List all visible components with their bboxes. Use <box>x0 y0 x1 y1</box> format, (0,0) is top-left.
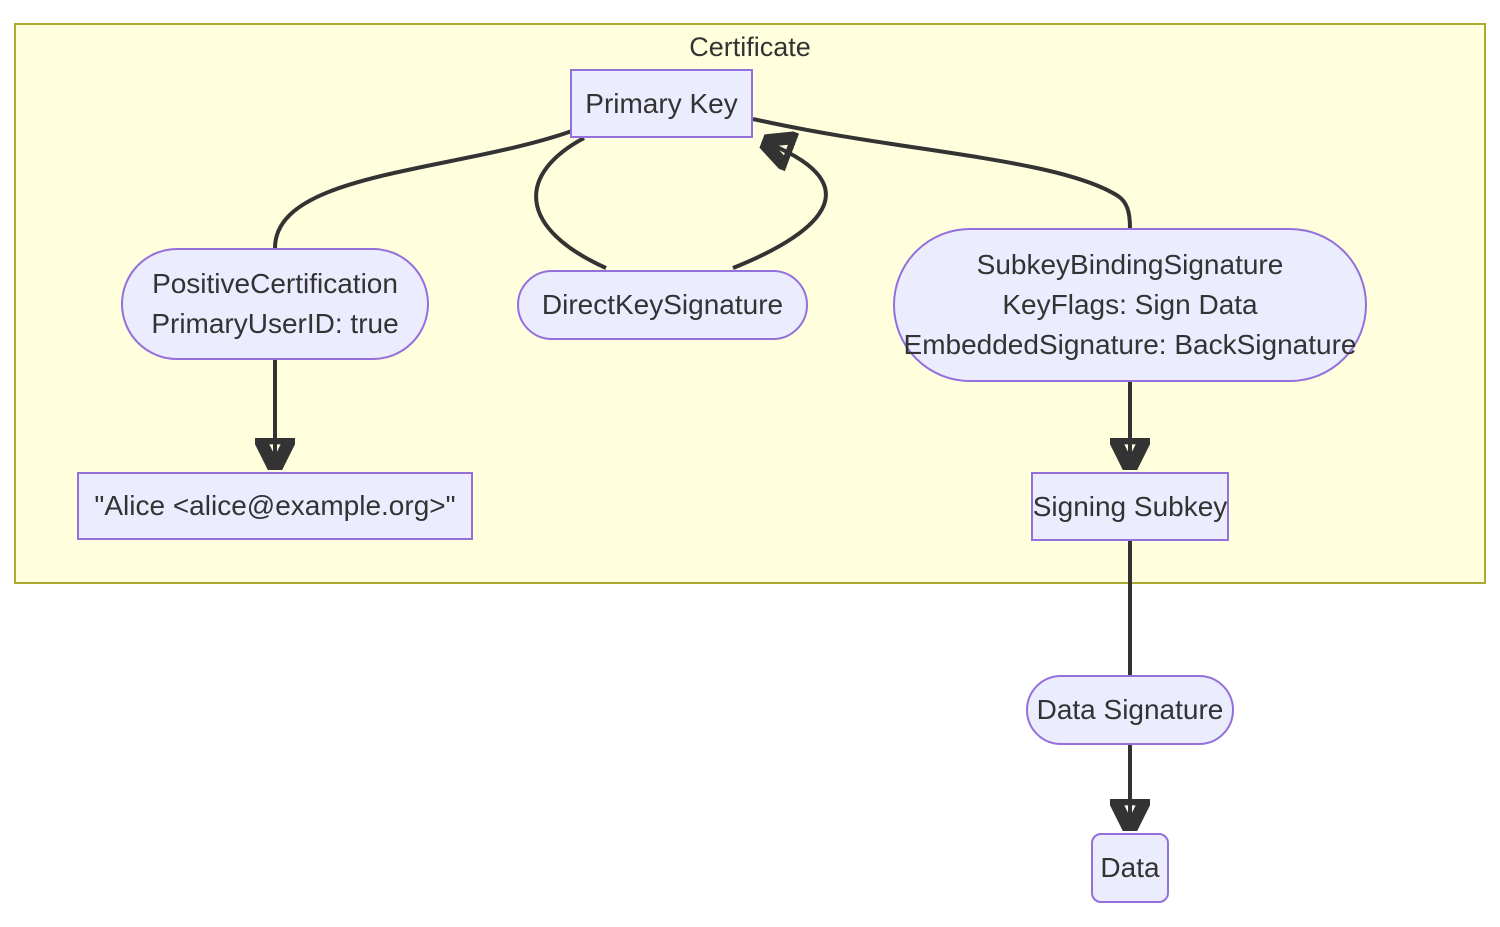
node-positive-certification: PositiveCertification PrimaryUserID: tru… <box>121 248 429 360</box>
cluster-title: Certificate <box>689 32 811 62</box>
node-subkey-binding-signature: SubkeyBindingSignature KeyFlags: Sign Da… <box>893 228 1367 382</box>
node-data-signature: Data Signature <box>1026 675 1234 745</box>
node-data: Data <box>1091 833 1169 903</box>
node-signing-subkey: Signing Subkey <box>1031 472 1229 541</box>
node-signing-subkey-label: Signing Subkey <box>1032 490 1228 522</box>
node-positive-certification-line2: PrimaryUserID: true <box>151 308 399 339</box>
node-user-id: "Alice <alice@example.org>" <box>77 472 473 540</box>
node-positive-certification-line1: PositiveCertification <box>152 268 398 299</box>
node-data-signature-label: Data Signature <box>1036 694 1224 725</box>
node-subkey-binding-signature-line3: EmbeddedSignature: BackSignature <box>903 329 1357 360</box>
node-primary-key: Primary Key <box>570 69 753 138</box>
node-subkey-binding-signature-line1: SubkeyBindingSignature <box>976 249 1284 280</box>
node-subkey-binding-signature-line2: KeyFlags: Sign Data <box>1002 289 1258 320</box>
node-primary-key-label: Primary Key <box>585 87 738 119</box>
node-user-id-label: "Alice <alice@example.org>" <box>94 490 456 521</box>
node-direct-key-signature-label: DirectKeySignature <box>541 289 784 320</box>
node-data-label: Data <box>1100 852 1160 883</box>
node-direct-key-signature: DirectKeySignature <box>517 270 808 340</box>
